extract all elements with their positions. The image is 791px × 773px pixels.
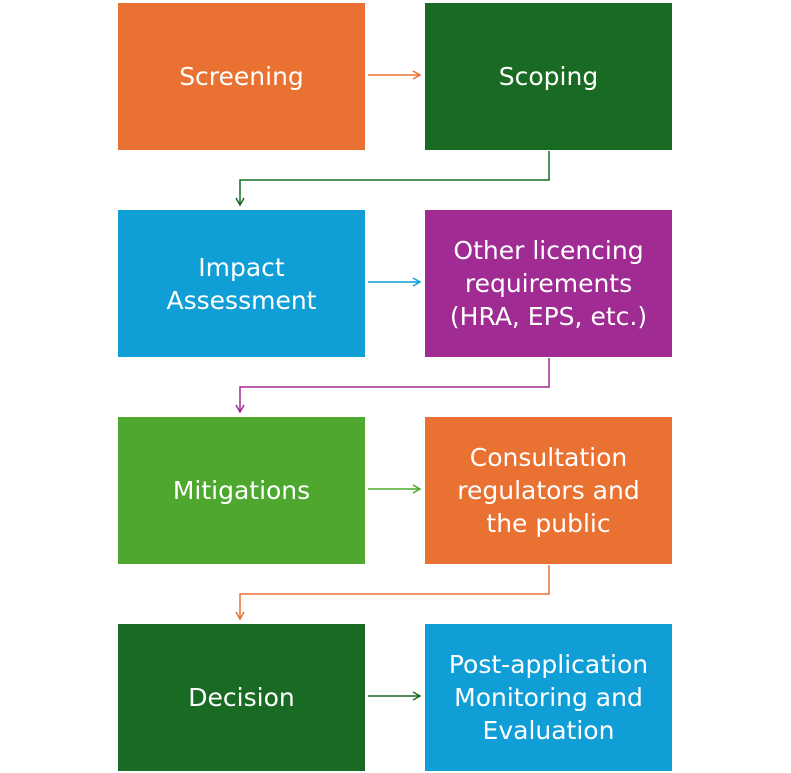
other-licencing-box: Other licencing requirements (HRA, EPS, … [425, 210, 672, 357]
arrow-licencing-to-mitigations [235, 358, 550, 414]
impact-assessment-label: Impact Assessment [166, 252, 317, 315]
arrow-consultation-to-decision [235, 565, 550, 621]
scoping-label: Scoping [498, 62, 599, 91]
scoping-box: Scoping [425, 3, 672, 150]
decision-box: Decision [118, 624, 365, 771]
impact-assessment-box: Impact Assessment [118, 210, 365, 357]
post-application-box: Post-application Monitoring and Evaluati… [425, 624, 672, 771]
consultation-label: Consultation regulators and the public [457, 443, 640, 538]
post-application-label: Post-application Monitoring and Evaluati… [448, 650, 649, 745]
consultation-box: Consultation regulators and the public [425, 417, 672, 564]
arrow-scoping-to-impact [235, 151, 550, 207]
decision-label: Decision [188, 683, 295, 712]
screening-label: Screening [179, 62, 304, 91]
screening-box: Screening [118, 3, 365, 150]
mitigations-label: Mitigations [172, 476, 311, 505]
other-licencing-label: Other licencing requirements (HRA, EPS, … [449, 236, 648, 331]
mitigations-box: Mitigations [118, 417, 365, 564]
